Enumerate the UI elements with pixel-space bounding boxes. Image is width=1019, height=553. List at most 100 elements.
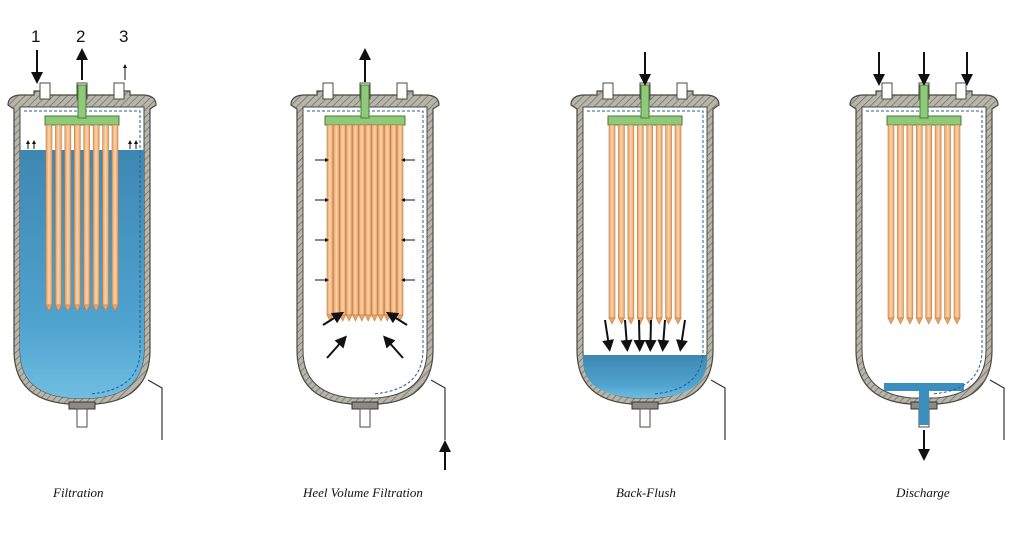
filter-candle xyxy=(111,124,119,306)
candle-tip xyxy=(887,317,895,325)
candle-tip xyxy=(665,317,673,325)
filter-candle xyxy=(326,124,334,316)
candle-tip xyxy=(111,304,119,312)
filter-candle xyxy=(377,124,385,316)
inflow-arrow xyxy=(385,311,408,326)
drain-pipe xyxy=(76,408,88,428)
candle-tip xyxy=(377,314,385,322)
manifold-stem xyxy=(919,84,929,119)
filter-candle xyxy=(608,124,616,319)
candle-tip xyxy=(351,314,359,322)
top-nozzle xyxy=(602,82,614,100)
step-number-3: 3 xyxy=(119,27,128,46)
bottom-valve xyxy=(351,401,379,410)
candle-tip xyxy=(608,317,616,325)
manifold-stem xyxy=(640,84,650,119)
drain-pipe xyxy=(359,408,371,428)
vessel-panel-1 xyxy=(7,48,163,440)
step-numbers: 1 2 3 xyxy=(31,27,128,46)
candle-tip xyxy=(83,304,91,312)
top-nozzle xyxy=(39,82,51,100)
top-nozzle xyxy=(676,82,688,100)
backflush-arrow xyxy=(644,319,657,352)
filter-candle xyxy=(371,124,378,316)
top-nozzle xyxy=(881,82,893,100)
manifold-stem xyxy=(360,84,370,119)
flow-boundary xyxy=(24,110,141,395)
support-leg xyxy=(430,379,446,440)
inflow-arrow xyxy=(326,335,347,359)
step-number-1: 1 xyxy=(31,27,40,46)
candle-tip xyxy=(674,317,682,325)
filter-candle xyxy=(674,124,682,319)
top-nozzle xyxy=(396,82,408,100)
flow-boundary xyxy=(307,110,424,395)
filter-candle xyxy=(83,124,91,306)
candle-tip xyxy=(915,317,923,325)
candle-tip xyxy=(934,317,942,325)
drain-pipe xyxy=(639,408,651,428)
filter-candle xyxy=(92,124,100,306)
candle-tip xyxy=(925,317,933,325)
candle-tip xyxy=(92,304,100,312)
filter-candle xyxy=(887,124,895,319)
support-leg xyxy=(147,379,163,440)
filter-candle xyxy=(102,124,109,306)
top-nozzle xyxy=(322,82,334,100)
liquid-heel xyxy=(583,355,707,398)
filter-candle xyxy=(345,124,353,316)
discharge-stream xyxy=(919,391,929,425)
candle-tip xyxy=(45,304,53,312)
filter-candle xyxy=(64,124,72,306)
caption-filtration: Filtration xyxy=(53,485,104,500)
candle-tip xyxy=(64,304,72,312)
candle-tip xyxy=(944,317,952,325)
flow-boundary xyxy=(866,110,983,395)
candle-tip xyxy=(655,317,663,325)
top-nozzle xyxy=(955,82,967,100)
vessel-interior xyxy=(582,106,708,399)
top-nozzle xyxy=(113,82,125,100)
filter-candle xyxy=(396,124,404,316)
caption-heel-volume-filtration: Heel Volume Filtration xyxy=(303,485,423,500)
filter-candle xyxy=(390,124,397,316)
support-leg xyxy=(989,379,1005,440)
candle-tip xyxy=(896,317,904,325)
flow-boundary xyxy=(587,110,704,395)
candle-tip xyxy=(617,317,625,325)
filter-candle xyxy=(934,124,942,319)
candle-tip xyxy=(627,317,635,325)
filter-candle xyxy=(45,124,53,306)
filter-candle xyxy=(333,124,340,316)
vessel-panel-4 xyxy=(849,52,1005,461)
filter-candle xyxy=(55,124,62,306)
candle-tip xyxy=(54,304,62,312)
filter-candle xyxy=(627,124,635,319)
inflow-arrow xyxy=(383,335,404,359)
bottom-valve xyxy=(631,401,659,410)
backflush-arrow xyxy=(657,319,670,352)
backflush-arrow xyxy=(633,319,646,352)
candle-tip xyxy=(345,314,353,322)
filter-candle xyxy=(339,124,347,316)
inflow-arrow xyxy=(322,311,345,326)
filter-candle xyxy=(953,124,961,319)
caption-back-flush: Back-Flush xyxy=(616,485,676,500)
filter-candle xyxy=(646,124,654,319)
filter-candle xyxy=(364,124,372,316)
vessel-interior xyxy=(861,106,987,399)
filter-candle xyxy=(897,124,904,319)
backflush-arrow xyxy=(620,319,633,352)
candle-tip xyxy=(102,304,110,312)
step-number-2: 2 xyxy=(76,27,85,46)
candle-tip xyxy=(953,317,961,325)
liquid-level xyxy=(20,150,144,398)
backflush-arrow xyxy=(675,319,688,352)
filter-candle xyxy=(352,124,359,316)
filter-candle xyxy=(383,124,391,316)
candle-tip xyxy=(73,304,81,312)
filter-candle xyxy=(665,124,672,319)
candle-tip xyxy=(364,314,372,322)
candle-tip xyxy=(358,314,366,322)
filter-candle xyxy=(906,124,914,319)
